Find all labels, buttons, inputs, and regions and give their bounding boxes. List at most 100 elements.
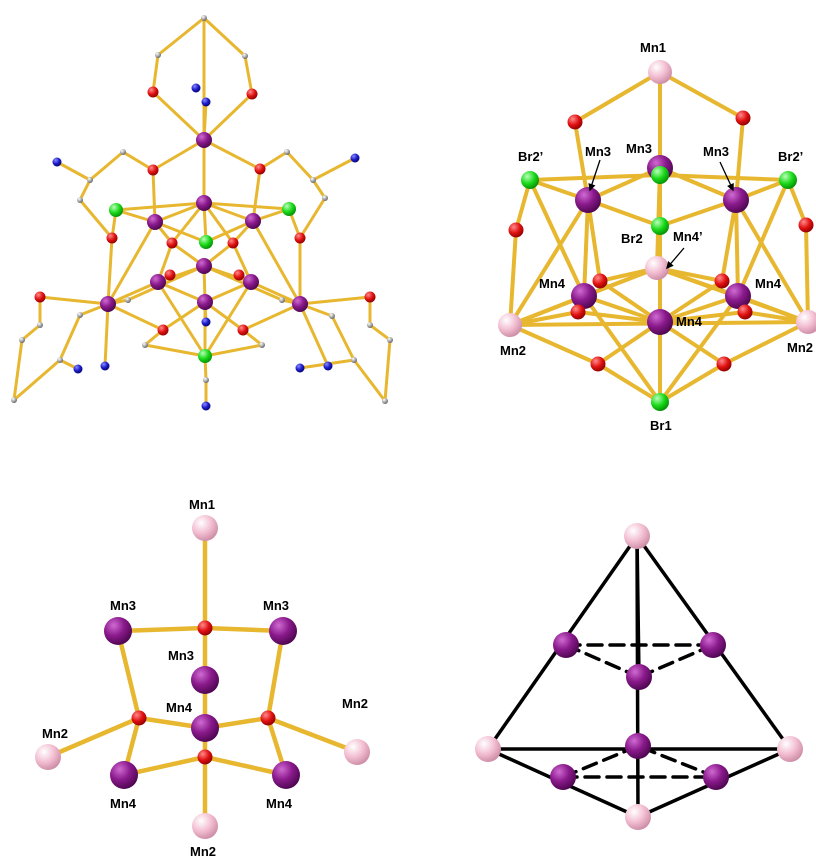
label-mn3-left: Mn3 bbox=[110, 598, 136, 613]
gray-atom-c8 bbox=[19, 337, 25, 343]
bond-mn3r-o_r bbox=[265, 628, 286, 721]
red-atom-o_t bbox=[197, 620, 213, 636]
mn-inner-5 bbox=[625, 733, 651, 759]
bond-mn3c-mn3r bbox=[658, 166, 738, 202]
pink-atom-mn2l bbox=[35, 744, 61, 770]
bond-mn1-o_r bbox=[658, 70, 745, 120]
purple-atom-m3l bbox=[147, 214, 163, 230]
bond-c_top-c_tl bbox=[156, 16, 206, 57]
gray-atom-c5 bbox=[120, 149, 126, 155]
bond-o_l-mn3l bbox=[573, 120, 590, 202]
mn-inner-4 bbox=[703, 764, 729, 790]
panel-c-labels: Mn1 Mn3 Mn3 Mn3 Mn2 Mn2 Mn4 Mn4 Mn4 Mn2 bbox=[42, 497, 368, 857]
pink-atom-mn2l bbox=[498, 313, 522, 337]
bond-o1-c5 bbox=[121, 150, 155, 172]
bond-mn4r-mn4b bbox=[658, 294, 740, 324]
red-atom-o_b bbox=[197, 749, 213, 765]
panel-b-labels: Mn1 Mn3 Mn3 Mn3 Br2’ Br2’ Br2 Mn4’ Mn4 M… bbox=[500, 40, 813, 433]
bond-c7-c8 bbox=[20, 323, 42, 342]
gray-atom-c14 bbox=[329, 313, 335, 319]
bond-c_tr-o_tr bbox=[243, 54, 254, 96]
purple-atom-mn3r bbox=[723, 187, 749, 213]
gray-atom-c19 bbox=[203, 377, 209, 383]
gray-atom-c15 bbox=[57, 357, 63, 363]
bond-m3c-o5 bbox=[170, 201, 206, 245]
bond-o_r-mn3r bbox=[734, 116, 745, 202]
purple-atom-mn4c bbox=[191, 714, 219, 742]
blue-atom-n_t1 bbox=[191, 83, 201, 93]
label-mn2-left: Mn2 bbox=[500, 343, 526, 358]
bond-c18-br_b bbox=[203, 343, 264, 358]
purple-atom-mn4r bbox=[725, 283, 751, 309]
label-mn2-bottom: Mn2 bbox=[190, 844, 216, 857]
gray-atom-c1 bbox=[87, 177, 93, 183]
gray-atom-c6 bbox=[284, 149, 290, 155]
bond-mn2r-o_br bbox=[722, 320, 810, 366]
label-mn3-left: Mn3 bbox=[585, 144, 611, 159]
red-atom-o_c2 bbox=[714, 273, 730, 289]
blue-atom-n_b bbox=[201, 401, 211, 411]
red-atom-o_l bbox=[567, 114, 583, 130]
pink-atom-mn1 bbox=[192, 515, 218, 541]
purple-atom-m3c bbox=[196, 195, 212, 211]
pink-atom-mn2r bbox=[344, 739, 370, 765]
bond-o_t-mn3l bbox=[115, 625, 208, 634]
red-atom-o3 bbox=[106, 232, 118, 244]
label-mn4-left: Mn4 bbox=[539, 276, 566, 291]
red-atom-o9 bbox=[157, 324, 169, 336]
label-mn3-center: Mn3 bbox=[626, 141, 652, 156]
gray-atom-c_top bbox=[201, 15, 207, 21]
bond-m4l-m4b bbox=[156, 280, 207, 304]
edge-6 bbox=[635, 534, 641, 679]
dashed-upper-2 bbox=[637, 643, 715, 679]
label-mn4-right: Mn4 bbox=[755, 276, 782, 291]
label-mn3-right: Mn3 bbox=[703, 144, 729, 159]
bond-mn3r-br2 bbox=[658, 198, 738, 228]
bond-o_c4-mn4b bbox=[658, 310, 747, 324]
bond-c11-c12 bbox=[383, 338, 392, 403]
purple-atom-mn3r bbox=[269, 617, 297, 645]
bond-br_r-m3c bbox=[202, 201, 291, 211]
bond-o1-m3l bbox=[151, 168, 157, 224]
bond-m2l-n_l3 bbox=[103, 302, 110, 368]
bond-m2l-o9 bbox=[106, 302, 165, 332]
mn-inner-0 bbox=[553, 632, 579, 658]
panel-b-pointer-arrows bbox=[588, 159, 734, 270]
bond-m2r-m4r bbox=[249, 280, 302, 306]
bond-c14-c16 bbox=[330, 314, 356, 362]
bond-m2r-o10 bbox=[241, 302, 302, 332]
bond-o3-m2l bbox=[106, 236, 114, 306]
bond-o_l-mn2l bbox=[45, 715, 142, 760]
bond-c10-c11 bbox=[368, 323, 392, 342]
red-atom-o2 bbox=[254, 163, 266, 175]
red-atom-o_c1 bbox=[592, 273, 608, 289]
bond-c4-o4 bbox=[298, 196, 327, 240]
bond-br2l-br2c bbox=[528, 173, 662, 182]
panel-b-labeled-core: Mn1 Mn3 Mn3 Mn3 Br2’ Br2’ Br2 Mn4’ Mn4 M… bbox=[498, 40, 816, 433]
mn-inner-2 bbox=[626, 664, 652, 690]
label-br2p-left: Br2’ bbox=[518, 149, 543, 164]
bond-mn3l-mn4l bbox=[582, 198, 590, 298]
arrow-mn3-left-head bbox=[588, 183, 596, 192]
label-mn1: Mn1 bbox=[640, 40, 666, 55]
red-atom-o_r bbox=[735, 110, 751, 126]
bond-o_mr-mn2r bbox=[804, 223, 810, 324]
bond-m3r-br_c bbox=[204, 219, 255, 244]
green-atom-br2c bbox=[651, 166, 669, 184]
panel-a-atoms bbox=[11, 15, 393, 411]
red-atom-o1 bbox=[147, 164, 159, 176]
bond-o_ml-mn2l bbox=[508, 228, 518, 327]
label-br1: Br1 bbox=[650, 418, 672, 433]
purple-atom-m2l bbox=[100, 296, 116, 312]
red-atom-o_mr bbox=[798, 217, 814, 233]
bond-c3-c_r1 bbox=[311, 156, 357, 182]
bond-o_bl-br1 bbox=[596, 362, 662, 404]
red-atom-o6 bbox=[227, 237, 239, 249]
purple-atom-m2r bbox=[292, 296, 308, 312]
label-mn4p: Mn4’ bbox=[673, 229, 703, 244]
mn-inner-1 bbox=[700, 632, 726, 658]
gray-atom-c4 bbox=[322, 195, 328, 201]
purple-atom-mn4l bbox=[110, 761, 138, 789]
bond-c1-c2 bbox=[78, 178, 92, 202]
green-atom-br2l bbox=[521, 171, 539, 189]
